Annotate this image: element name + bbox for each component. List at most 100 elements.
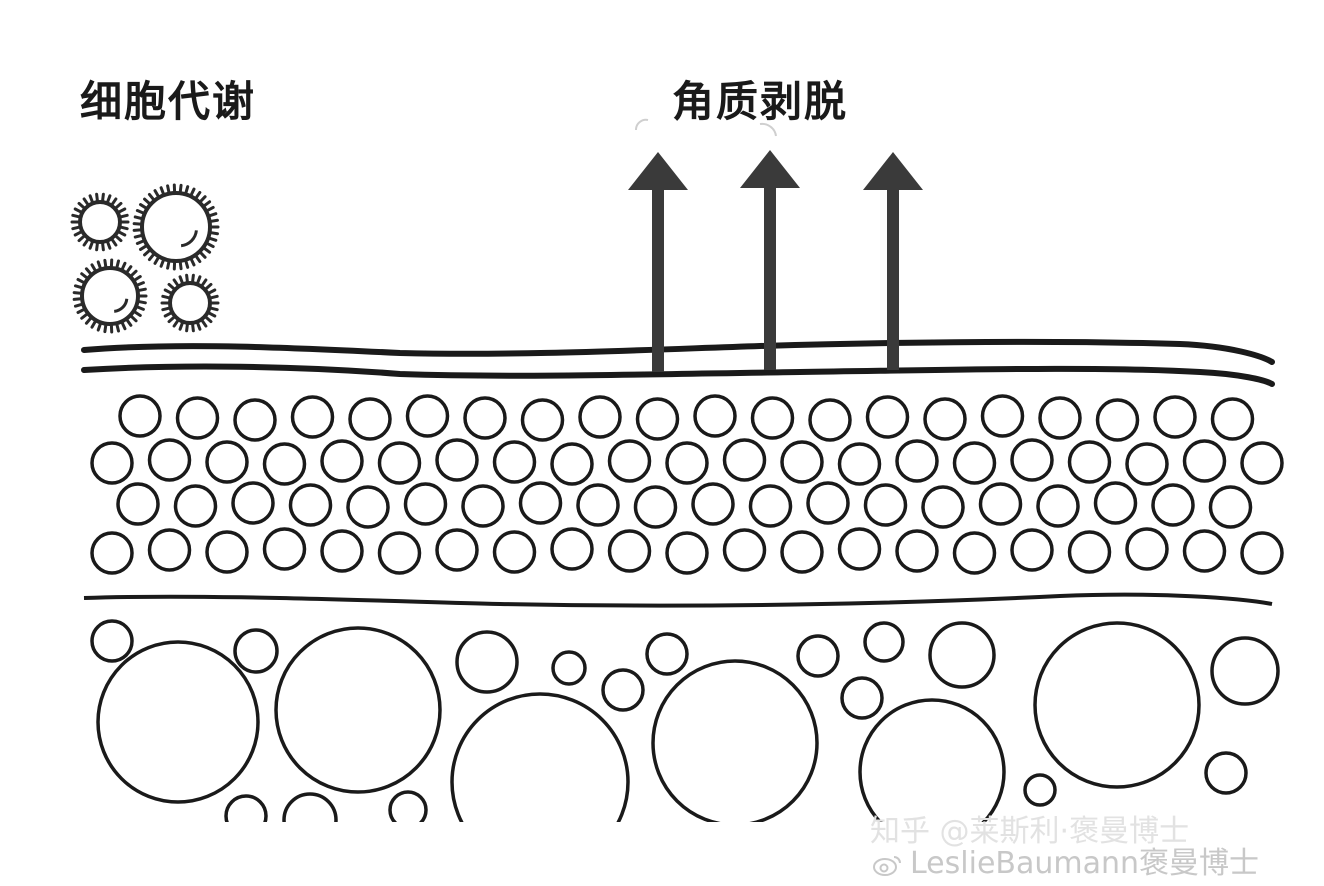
dermis-cell [930,623,994,687]
epidermis-cell [322,531,362,571]
weibo-watermark: LeslieBaumann褒曼博士 [872,838,1259,882]
epidermis-cell [92,533,132,573]
epidermis-cell [1213,399,1253,439]
epidermis-cell [233,483,273,523]
epidermis-cell [840,529,880,569]
dermis-cell [1035,623,1199,787]
epidermis-cell [1211,487,1251,527]
epidermis-cell [150,440,190,480]
epidermis-cell [118,484,158,524]
epidermis-cell [753,398,793,438]
epidermis-cell [751,486,791,526]
epidermis-cell [178,398,218,438]
epidermis-cell [925,399,965,439]
dermis-cell [842,678,882,718]
epidermis-cell [150,530,190,570]
dermis-cell [603,670,643,710]
dermis-cell [235,630,277,672]
epidermis-cell [725,530,765,570]
epidermis-cell [1153,485,1193,525]
epidermis-cell [897,441,937,481]
epidermis-cell [521,483,561,523]
epidermis-cell [866,485,906,525]
dermis-cell [647,634,687,674]
germ-cluster [72,185,218,332]
epidermis-cell [810,400,850,440]
epidermis-cell [1012,530,1052,570]
dermis-cell [1206,753,1246,793]
epidermis-cell [923,487,963,527]
epidermis-cell [207,442,247,482]
metabolism-label: 细胞代谢 [80,68,256,129]
epidermis-cell [1098,400,1138,440]
epidermis-cell [322,441,362,481]
epidermis-cell [1038,486,1078,526]
epidermis-cell [92,443,132,483]
epidermis-cell [1185,531,1225,571]
epidermis-cell [1012,440,1052,480]
bubble-mark [636,120,648,130]
epidermis-cell [580,397,620,437]
exfoliation-label: 角质剥脱 [672,68,848,129]
dermis-cell [92,621,132,661]
epidermis-cell [868,397,908,437]
epidermis-cell [437,530,477,570]
exfoliation-arrows [628,120,923,372]
dermis-cell [798,636,838,676]
epidermis-cell [1185,441,1225,481]
epidermis-cell [408,396,448,436]
epidermis-cell [350,399,390,439]
weibo-watermark-text: LeslieBaumann褒曼博士 [910,846,1259,881]
epidermis-cell [1070,442,1110,482]
epidermis-cell [176,486,216,526]
surface-line-bottom [84,367,1272,384]
dermis-cell [1212,638,1278,704]
epidermis-cell [636,487,676,527]
epidermis-cell [1040,398,1080,438]
germ-icon [162,275,218,331]
epidermis-cell [1242,533,1282,573]
epidermis-cell [380,443,420,483]
germ-icon [72,194,128,250]
epidermis-cell [265,444,305,484]
epidermis-cell [610,441,650,481]
epidermis-cell [406,484,446,524]
epidermis-cell [782,532,822,572]
dermis-cell [1025,775,1055,805]
epidermis-cell [495,442,535,482]
stratum-corneum-surface [84,342,1272,384]
epidermis-cell [1127,529,1167,569]
epidermis-cell [207,532,247,572]
epidermis-cell [667,533,707,573]
epidermis-cell [523,400,563,440]
epidermis-cell [291,485,331,525]
epidermis-cell [380,533,420,573]
epidermis-cell [693,484,733,524]
epidermis-cell [1127,444,1167,484]
germ-icon [134,185,218,269]
epidermis-cell [840,444,880,484]
arrow-up-icon [628,152,688,372]
epidermis-cell [552,444,592,484]
epidermis-cell [1070,532,1110,572]
epidermis-cell [293,397,333,437]
epidermis-cell [955,443,995,483]
epidermis-cell [808,483,848,523]
dermis-cell [276,628,440,792]
epidermis-cell [897,531,937,571]
arrow-up-icon [863,152,923,370]
dermis-cell [457,632,517,692]
epidermis-cell [265,529,305,569]
dermis-cell [653,661,817,825]
epidermis-cell [465,398,505,438]
epidermis-cell [983,396,1023,436]
epidermis-cell [695,396,735,436]
epidermis-cell [1242,443,1282,483]
epidermis-cell [638,399,678,439]
epidermis-cell [463,486,503,526]
epidermis-cells [92,396,1282,573]
epidermis-cell [120,396,160,436]
epidermis-cell [348,487,388,527]
dermis-cell [865,623,903,661]
